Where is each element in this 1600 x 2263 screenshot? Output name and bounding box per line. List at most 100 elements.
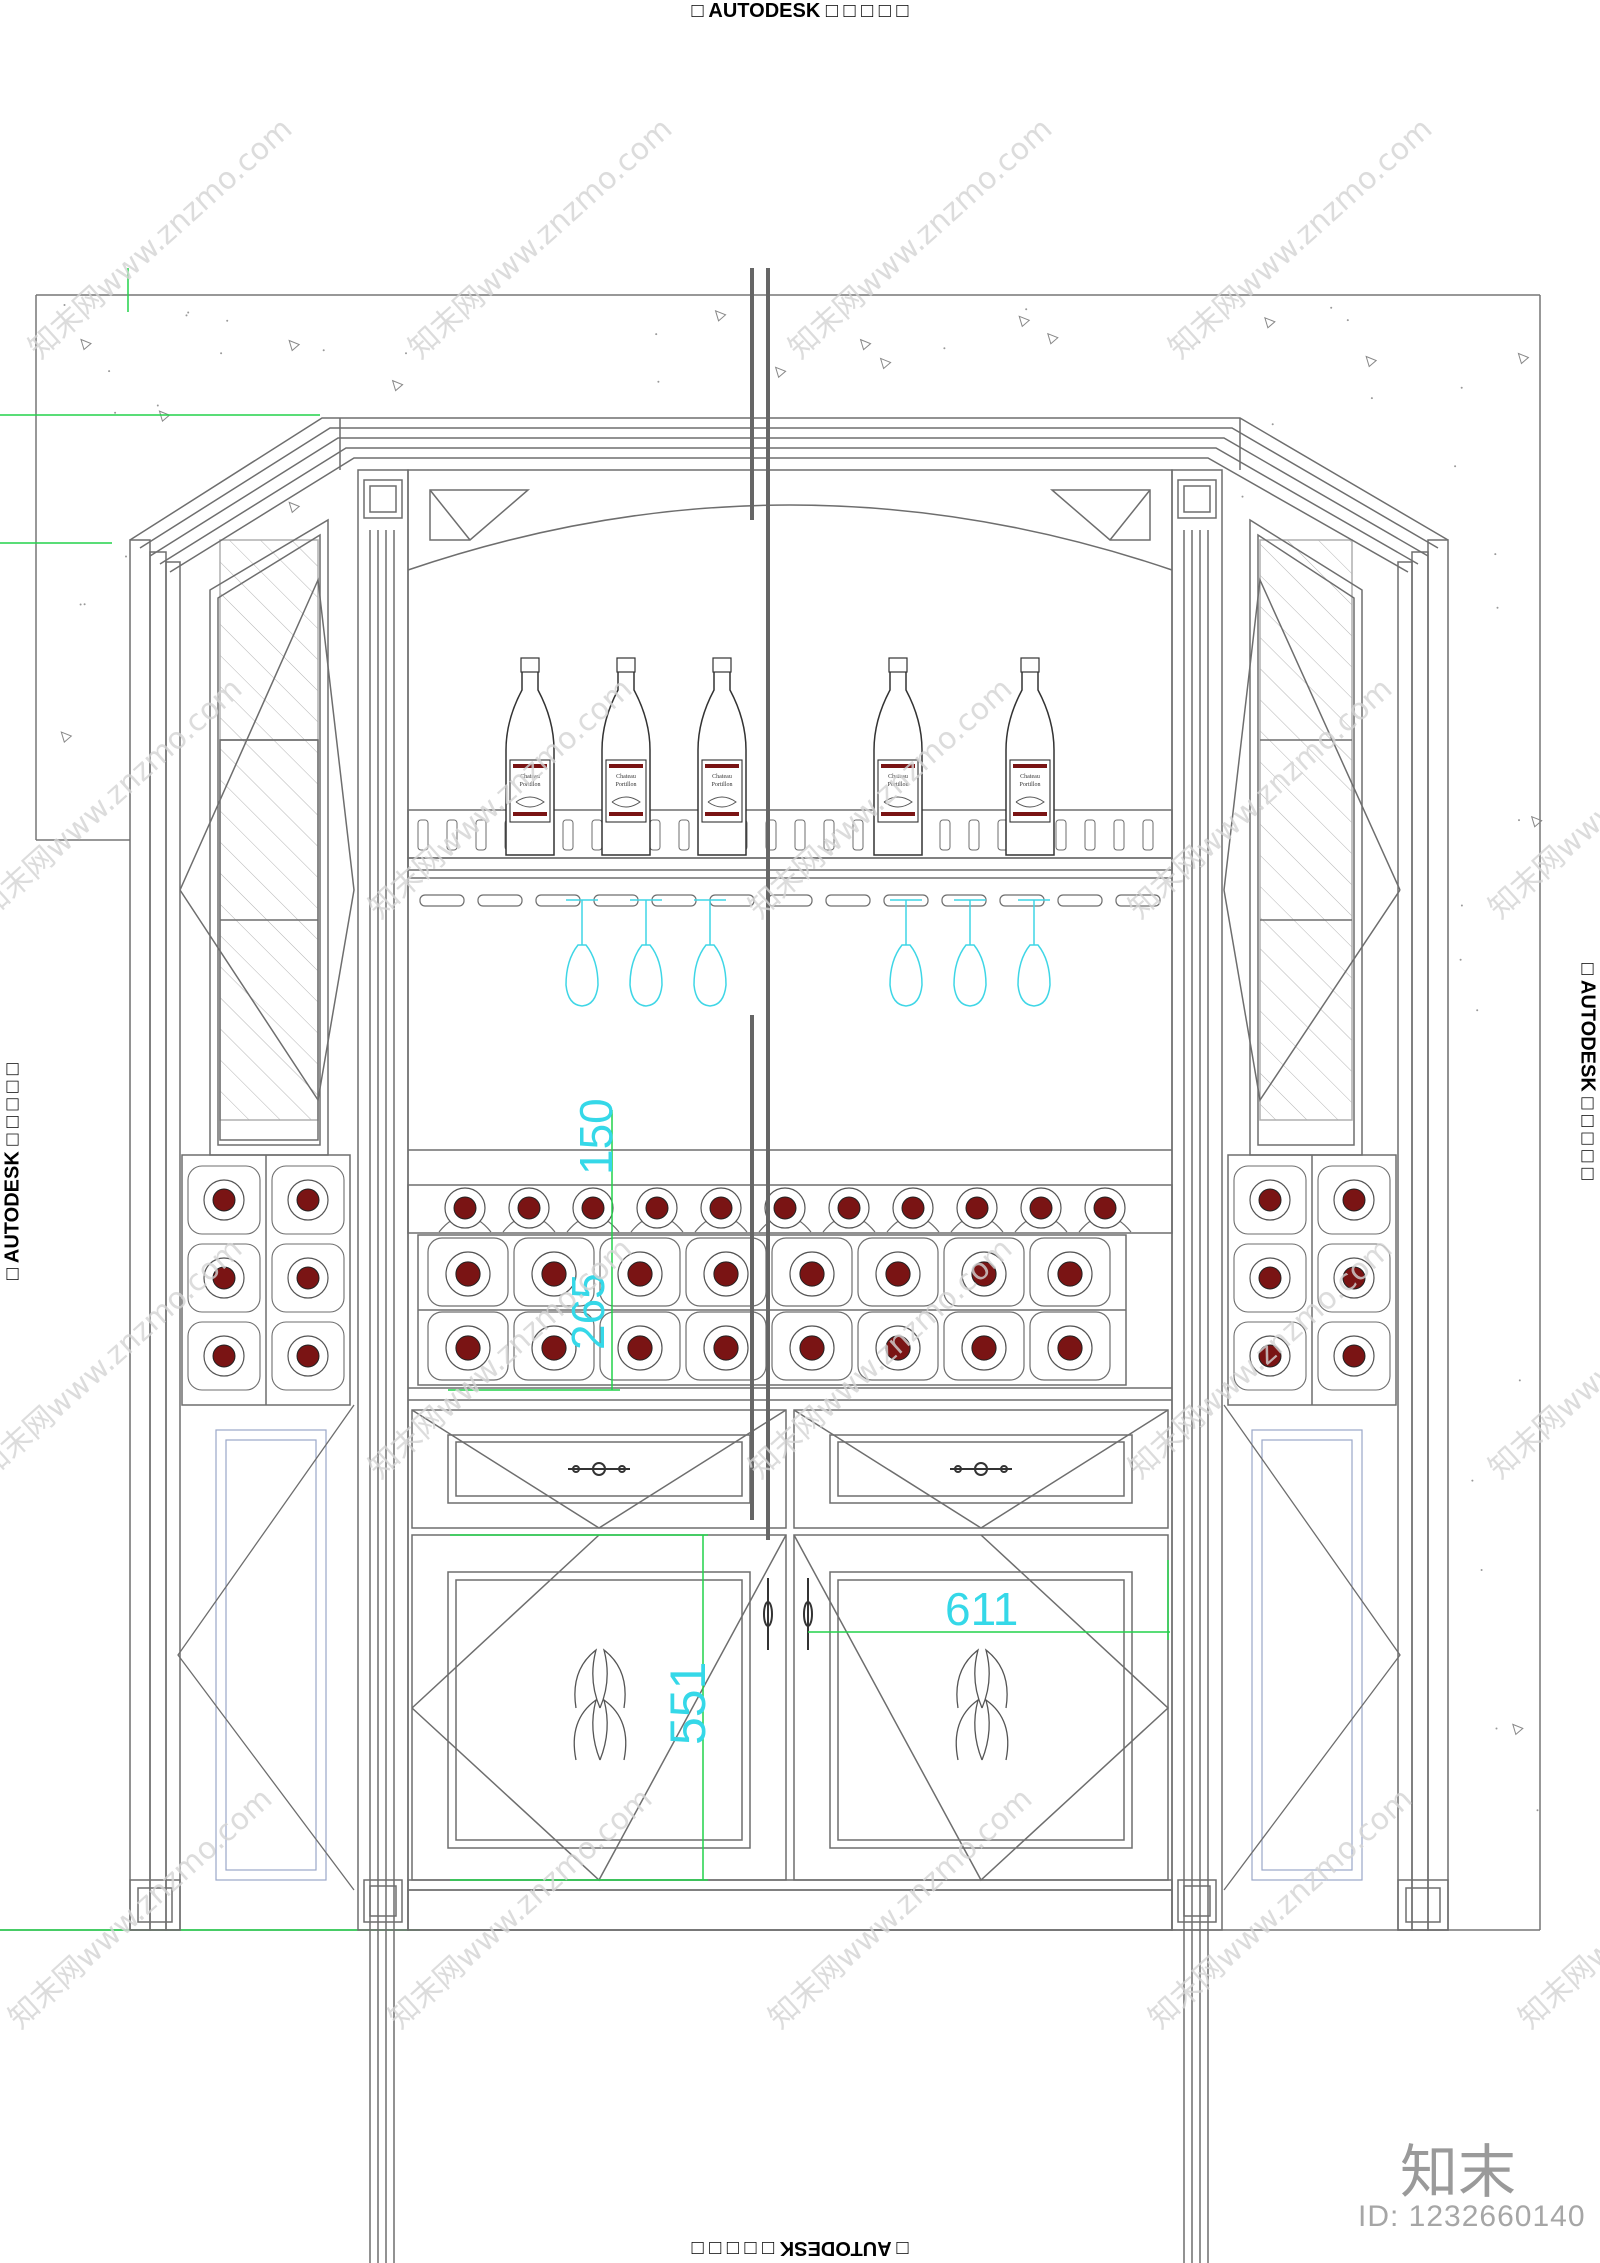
speckle	[60, 731, 73, 743]
dimension-611: 611	[945, 1583, 1018, 1635]
speckle	[1480, 1569, 1483, 1571]
side-plinth	[1397, 1879, 1449, 1931]
speckle	[1346, 319, 1349, 322]
glass-bowl	[889, 944, 923, 1007]
bottle-cork	[627, 1261, 653, 1287]
watermark-text: 知末网www.znzmo.com	[782, 111, 1059, 366]
shelf-peg	[939, 819, 951, 851]
bottle-cork	[1342, 1188, 1366, 1212]
pilaster-cap-inner	[1183, 485, 1211, 513]
bottle-label-line2: Portillon	[615, 782, 636, 788]
bottle-label-frame	[605, 759, 647, 823]
speckle	[1198, 341, 1201, 344]
sliding-door-rails	[750, 268, 770, 1540]
shelf-peg	[1055, 819, 1067, 851]
side-panels	[129, 539, 1449, 1931]
bottle-label-band	[609, 764, 643, 768]
drawers	[411, 1409, 1169, 1529]
pilaster	[1171, 469, 1223, 1931]
speckle	[405, 352, 407, 355]
speckle	[1536, 1809, 1539, 1812]
wine-rack-cells	[187, 1165, 1391, 1391]
glass-bowl	[693, 944, 727, 1007]
side-rack-cell	[271, 1165, 345, 1235]
pilaster-cap	[1177, 479, 1217, 519]
lower-side-panels	[215, 1429, 1363, 1881]
speckle	[288, 339, 301, 352]
watermark-text: 知末网www.znzmo.com	[362, 671, 639, 926]
speckle	[655, 333, 658, 336]
bottle-label-line2: Portillon	[519, 782, 540, 788]
speckle	[1454, 465, 1457, 468]
bottle-label-emblem	[611, 796, 641, 808]
rack-cell	[857, 1311, 939, 1381]
glass-bowl	[565, 944, 599, 1007]
bottle-cap	[712, 657, 732, 673]
watermark-text: 知末网www.znzmo.com	[22, 111, 299, 366]
bottle-label-line1: Chateau	[712, 774, 732, 780]
bottle-cork	[296, 1344, 320, 1368]
speckle	[1495, 1727, 1498, 1730]
bottle-cork	[799, 1335, 825, 1361]
speckle	[1512, 1723, 1524, 1736]
bottle-cork	[627, 1335, 653, 1361]
rack-cell	[771, 1311, 853, 1381]
bottle-label-foot	[609, 812, 643, 816]
bottle-cork	[773, 1196, 797, 1220]
bottle-cork	[837, 1196, 861, 1220]
bottle-cork	[212, 1266, 236, 1290]
door-handles	[763, 1578, 813, 1650]
shelf-peg	[968, 819, 980, 851]
bottle-cork	[885, 1335, 911, 1361]
bottle-cap	[1020, 657, 1040, 673]
dimension-150: 150	[570, 1098, 622, 1175]
bottle-cap	[520, 657, 540, 673]
rack-cell	[599, 1237, 681, 1307]
bottle-label-band	[705, 764, 739, 768]
side-rack-cell	[1233, 1243, 1307, 1313]
bottle-label-frame	[1009, 759, 1051, 823]
shelf-peg	[562, 819, 574, 851]
bottle-cork	[541, 1335, 567, 1361]
speckle	[1025, 308, 1028, 311]
watermark-text: 知末网www.znzmo.com	[1482, 671, 1600, 926]
speckle	[187, 311, 190, 314]
side-plinth-inner	[137, 1887, 173, 1923]
bottle-label-line2: Portillon	[1019, 782, 1040, 788]
speckle	[391, 379, 404, 392]
bottle-cork	[965, 1196, 989, 1220]
shelf-peg	[1113, 819, 1125, 851]
side-rack-cell	[1233, 1321, 1307, 1391]
side-rack-cell	[1233, 1165, 1307, 1235]
side-rack-cell	[187, 1165, 261, 1235]
speckle	[1047, 332, 1059, 345]
bottle-cork	[453, 1196, 477, 1220]
bottle-cork	[455, 1261, 481, 1287]
shelf-peg	[794, 819, 806, 851]
bottle-cork	[1029, 1196, 1053, 1220]
glass-slot	[1115, 894, 1161, 907]
speckle	[1264, 316, 1276, 329]
bottle-cork	[901, 1196, 925, 1220]
speckle	[125, 555, 127, 558]
speckle	[943, 347, 946, 350]
speckle	[1494, 553, 1497, 556]
side-rack-cell	[187, 1243, 261, 1313]
glass-slot	[1057, 894, 1103, 907]
bottle-cork	[971, 1261, 997, 1287]
pilaster	[357, 469, 409, 1931]
bottle-cap	[888, 657, 908, 673]
shelf-peg	[1142, 819, 1154, 851]
bottle-cork	[541, 1261, 567, 1287]
bottle-label-line1: Chateau	[1020, 774, 1040, 780]
bottle-label-line1: Chateau	[888, 774, 908, 780]
bottle-cork	[1258, 1188, 1282, 1212]
rack-cell	[427, 1237, 509, 1307]
bottle-label-line2: Portillon	[711, 782, 732, 788]
bottle-label-frame	[877, 759, 919, 823]
pilasters	[129, 469, 1449, 2263]
bottle-label-foot	[1013, 812, 1047, 816]
watermark-text: 知末网www.znzmo.com	[402, 111, 679, 366]
